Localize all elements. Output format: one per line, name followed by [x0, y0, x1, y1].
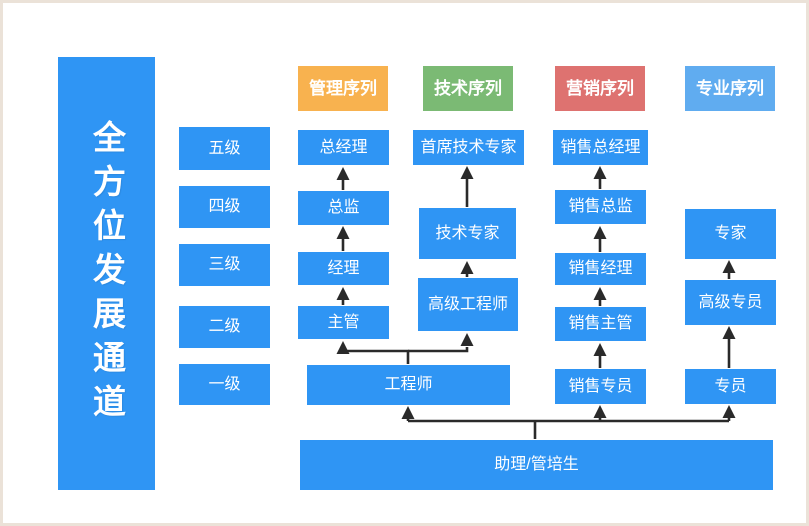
level-4-box: 四级 [179, 186, 270, 228]
level-3-box: 三级 [179, 244, 270, 286]
node-sales-specialist: 销售专员 [555, 369, 646, 404]
diagram-title-banner: 全方位发展通道 [58, 57, 155, 490]
node-director: 总监 [298, 191, 389, 225]
node-manager: 经理 [298, 252, 389, 285]
node-senior-engineer: 高级工程师 [418, 278, 518, 331]
level-5-box: 五级 [179, 127, 270, 170]
node-sales-director: 销售总监 [555, 190, 646, 224]
header-marketing-track: 营销序列 [555, 66, 645, 111]
node-specialist: 专员 [685, 369, 776, 404]
node-assistant-trainee: 助理/管培生 [300, 440, 773, 490]
header-professional-track: 专业序列 [685, 66, 775, 111]
level-2-box: 二级 [179, 306, 270, 348]
node-engineer: 工程师 [307, 365, 510, 405]
node-general-manager: 总经理 [298, 130, 389, 165]
node-expert: 专家 [685, 209, 776, 259]
node-chief-tech-expert: 首席技术专家 [413, 130, 524, 165]
node-supervisor: 主管 [298, 306, 389, 339]
node-sales-supervisor: 销售主管 [555, 307, 646, 341]
node-sales-general-manager: 销售总经理 [553, 130, 648, 165]
node-tech-expert: 技术专家 [419, 208, 516, 259]
header-technical-track: 技术序列 [423, 66, 513, 111]
header-management-track: 管理序列 [298, 66, 388, 111]
node-sales-manager: 销售经理 [555, 253, 646, 285]
level-1-box: 一级 [179, 364, 270, 405]
node-senior-specialist: 高级专员 [685, 280, 776, 325]
